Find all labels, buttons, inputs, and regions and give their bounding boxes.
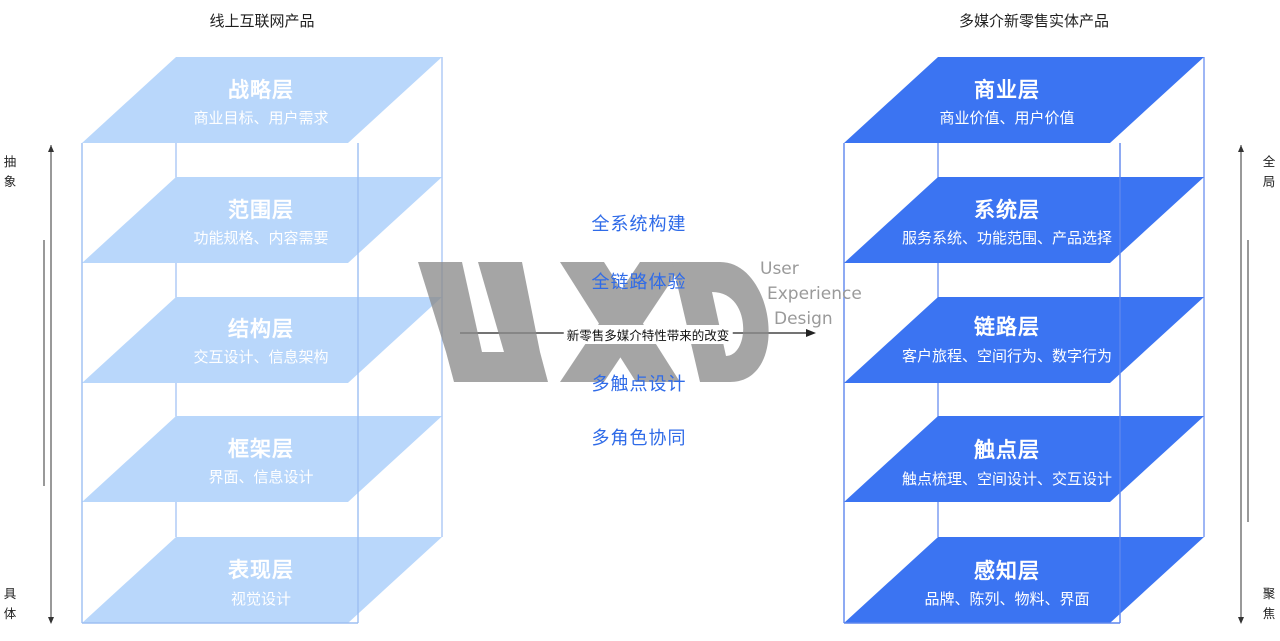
layer-slab <box>844 177 1204 263</box>
left-layer-subtitle: 商业目标、用户需求 <box>193 109 329 127</box>
layer-slab <box>844 537 1204 623</box>
right-axis-bottom-label: 聚焦 <box>1262 586 1276 621</box>
layer-slab <box>844 297 1204 383</box>
right-layer-subtitle: 客户旅程、空间行为、数字行为 <box>901 347 1113 365</box>
right-column-title: 多媒介新零售实体产品 <box>958 12 1110 30</box>
right-layer-subtitle: 触点梳理、空间设计、交互设计 <box>901 470 1113 488</box>
layer-slab <box>844 416 1204 502</box>
right-layer-title: 感知层 <box>974 559 1040 583</box>
watermark-text-line: User <box>760 259 799 279</box>
right-axis-top-label: 全局 <box>1262 154 1276 189</box>
left-layer-title: 表现层 <box>228 558 294 582</box>
right-layer-title: 商业层 <box>974 78 1040 102</box>
left-axis-arrow <box>43 145 54 624</box>
watermark-text-line: Design <box>774 309 833 329</box>
center-item: 多角色协同 <box>591 428 687 449</box>
left-column-title: 线上互联网产品 <box>209 12 315 30</box>
layer-slab <box>844 57 1204 143</box>
left-layer-subtitle: 界面、信息设计 <box>208 468 314 486</box>
left-layer-stack <box>81 57 443 624</box>
center-item: 多触点设计 <box>591 374 687 395</box>
left-layer-title: 战略层 <box>228 78 294 102</box>
left-layer-subtitle: 视觉设计 <box>230 590 292 608</box>
layer-slab <box>82 297 442 383</box>
left-layer-subtitle: 交互设计、信息架构 <box>193 348 329 366</box>
right-axis-arrow <box>1238 145 1249 624</box>
right-layer-title: 系统层 <box>974 198 1040 222</box>
layer-slab <box>82 537 442 623</box>
layer-slab <box>82 416 442 502</box>
left-axis-bottom-label: 具体 <box>3 586 17 621</box>
left-layer-title: 框架层 <box>228 437 294 461</box>
arrow-label: 新零售多媒介特性带来的改变 <box>563 325 733 344</box>
watermark-text-line: Experience <box>767 284 862 304</box>
layer-slab <box>82 177 442 263</box>
right-layer-title: 链路层 <box>974 315 1040 339</box>
layer-slab <box>82 57 442 143</box>
center-item: 全链路体验 <box>591 272 687 293</box>
right-layer-subtitle: 服务系统、功能范围、产品选择 <box>901 229 1113 247</box>
right-layer-subtitle: 品牌、陈列、物料、界面 <box>924 590 1090 608</box>
left-axis-top-label: 抽象 <box>3 154 17 189</box>
right-layer-subtitle: 商业价值、用户价值 <box>939 109 1075 127</box>
left-layer-title: 结构层 <box>228 317 294 341</box>
center-item: 全系统构建 <box>591 214 687 235</box>
right-layer-stack <box>843 57 1205 624</box>
left-layer-title: 范围层 <box>228 198 294 222</box>
left-layer-subtitle: 功能规格、内容需要 <box>193 229 329 247</box>
uxd-watermark-logo <box>418 262 769 382</box>
right-layer-title: 触点层 <box>974 438 1040 462</box>
